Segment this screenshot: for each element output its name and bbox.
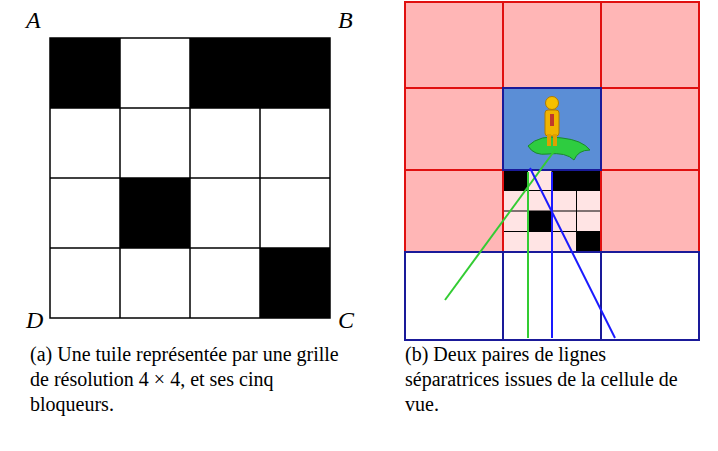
- figure-caption: (b) Deux paires de lignes séparatrices i…: [405, 342, 705, 417]
- separating-lines: [445, 150, 615, 338]
- viewer-icon: [528, 97, 590, 161]
- corner-label: A: [26, 8, 41, 32]
- corner-label: D: [26, 308, 43, 332]
- cell-grid: [405, 2, 699, 340]
- corner-label: C: [338, 308, 354, 332]
- corner-label: B: [338, 8, 353, 32]
- tile-grid: [50, 38, 330, 318]
- figure-caption: (a) Une tuile représentée par une grille…: [30, 342, 340, 417]
